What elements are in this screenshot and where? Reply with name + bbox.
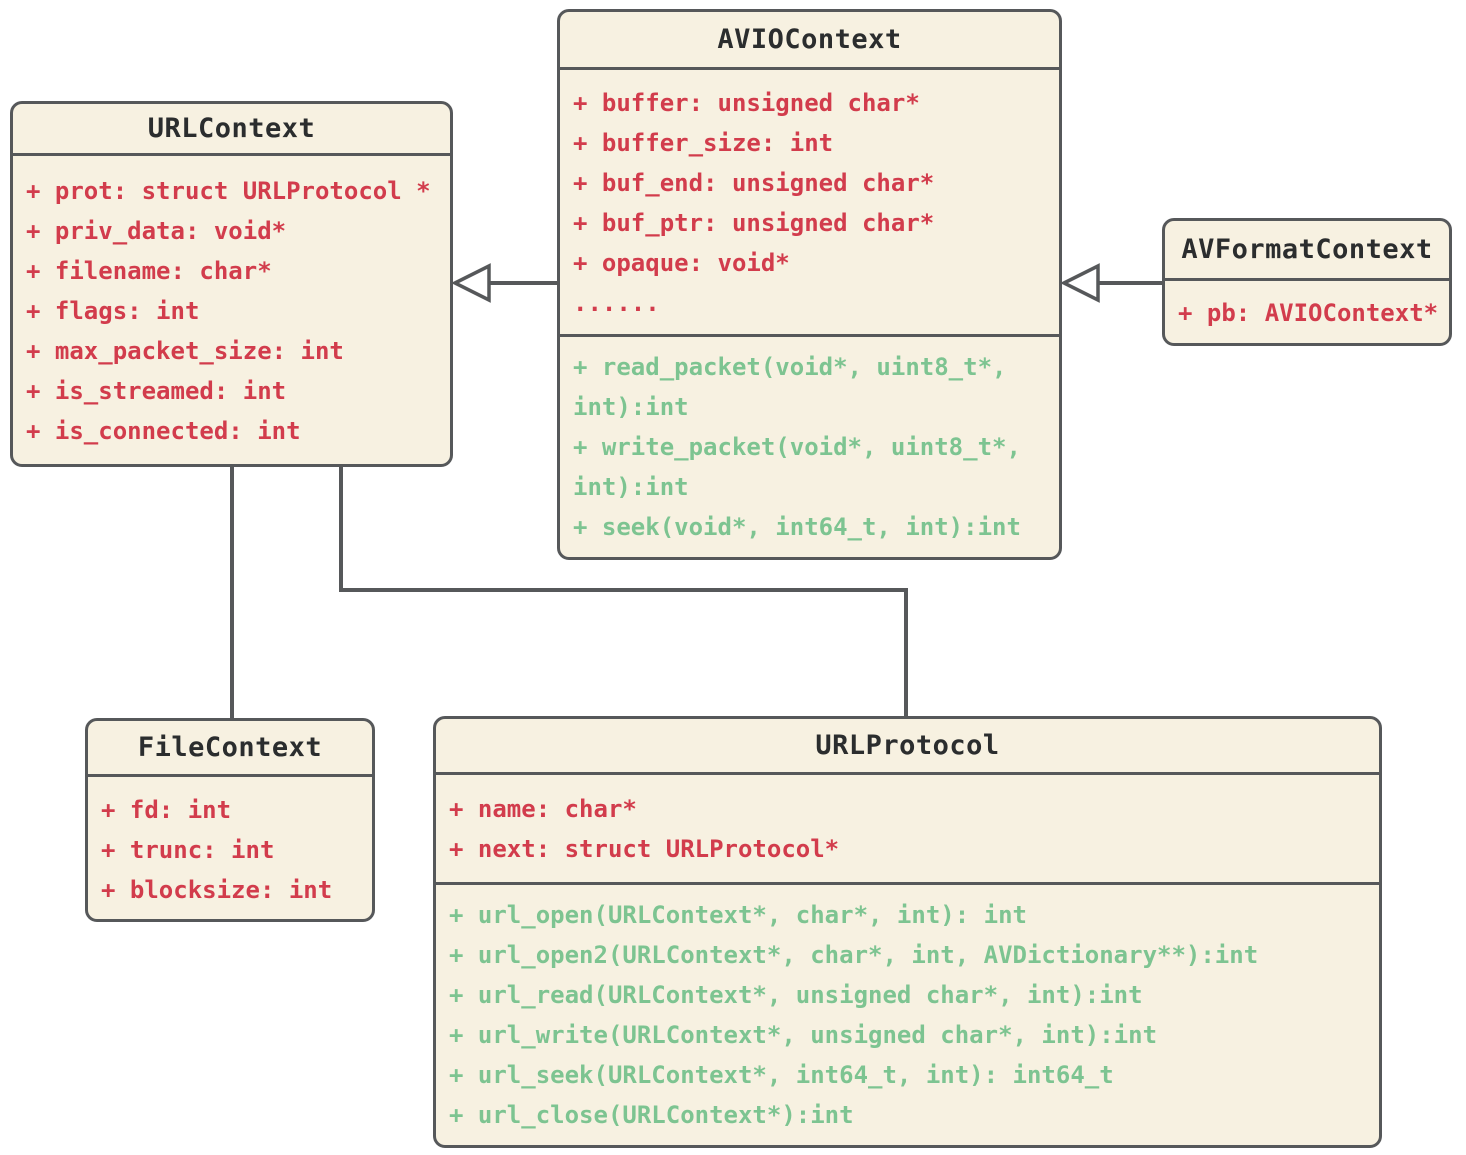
attribute-row: + opaque: void*	[573, 249, 790, 277]
method-row: + write_packet(void*, uint8_t*, int):int	[573, 433, 1021, 501]
attribute-row: + name: char*	[449, 795, 637, 823]
attribute-row: + buffer_size: int	[573, 129, 834, 157]
attribute-row: + trunc: int	[101, 836, 275, 864]
method-section: + read_packet(void*, uint8_t*, int):int +…	[560, 337, 1059, 547]
attribute-row: + buf_ptr: unsigned char*	[573, 209, 935, 237]
method-row: + url_write(URLContext*, unsigned char*,…	[449, 1021, 1158, 1049]
attribute-row: + flags: int	[26, 297, 200, 325]
method-row: + url_open2(URLContext*, char*, int, AVD…	[449, 941, 1259, 969]
class-title: FileContext	[88, 721, 372, 777]
attribute-section: + pb: AVIOContext*	[1165, 281, 1449, 333]
attribute-row: + buffer: unsigned char*	[573, 89, 920, 117]
class-aviocontext: AVIOContext + buffer: unsigned char*+ bu…	[557, 9, 1062, 560]
attribute-row: + is_streamed: int	[26, 377, 287, 405]
method-row: + seek(void*, int64_t, int):int	[573, 513, 1021, 541]
method-row: + url_close(URLContext*):int	[449, 1101, 854, 1129]
attribute-row: + blocksize: int	[101, 876, 333, 904]
class-title: URLProtocol	[436, 719, 1379, 775]
attribute-section: + fd: int + trunc: int + blocksize: int	[88, 777, 372, 910]
hollow-triangle-arrowhead-icon	[451, 263, 491, 303]
class-title: URLContext	[13, 104, 450, 156]
method-row: + read_packet(void*, uint8_t*, int):int	[573, 353, 1007, 421]
method-row: + url_open(URLContext*, char*, int): int	[449, 901, 1027, 929]
attribute-row: + prot: struct URLProtocol *	[26, 177, 431, 205]
method-section: + url_open(URLContext*, char*, int): int…	[436, 885, 1379, 1135]
hollow-triangle-arrowhead-icon	[1060, 263, 1100, 303]
class-title: AVIOContext	[560, 12, 1059, 70]
class-filecontext: FileContext + fd: int + trunc: int + block…	[85, 718, 375, 922]
attribute-row: + buf_end: unsigned char*	[573, 169, 935, 197]
attribute-row: + fd: int	[101, 796, 232, 824]
attribute-section: + prot: struct URLProtocol * + priv_data:…	[13, 156, 450, 451]
method-row: + url_seek(URLContext*, int64_t, int): i…	[449, 1061, 1114, 1089]
method-row: + url_read(URLContext*, unsigned char*, …	[449, 981, 1143, 1009]
attribute-section: + buffer: unsigned char* + buffer_size: i…	[560, 70, 1059, 337]
class-title: AVFormatContext	[1165, 221, 1449, 281]
class-avformatcontext: AVFormatContext + pb: AVIOContext*	[1162, 218, 1452, 346]
attribute-row: + filename: char*	[26, 257, 272, 285]
attribute-row: + pb: AVIOContext*	[1178, 299, 1439, 327]
attribute-row: + priv_data: void*	[26, 217, 287, 245]
attribute-row: + max_packet_size: int	[26, 337, 344, 365]
attribute-row: ......	[573, 289, 660, 317]
edge-urlcontext-to-urlprotocol	[339, 465, 908, 717]
class-urlprotocol: URLProtocol + name: char* + next: struct …	[433, 716, 1382, 1148]
attribute-section: + name: char* + next: struct URLProtocol*	[436, 775, 1379, 885]
class-urlcontext: URLContext + prot: struct URLProtocol *+…	[10, 101, 453, 467]
attribute-row: + next: struct URLProtocol*	[449, 835, 840, 863]
attribute-row: + is_connected: int	[26, 417, 301, 445]
